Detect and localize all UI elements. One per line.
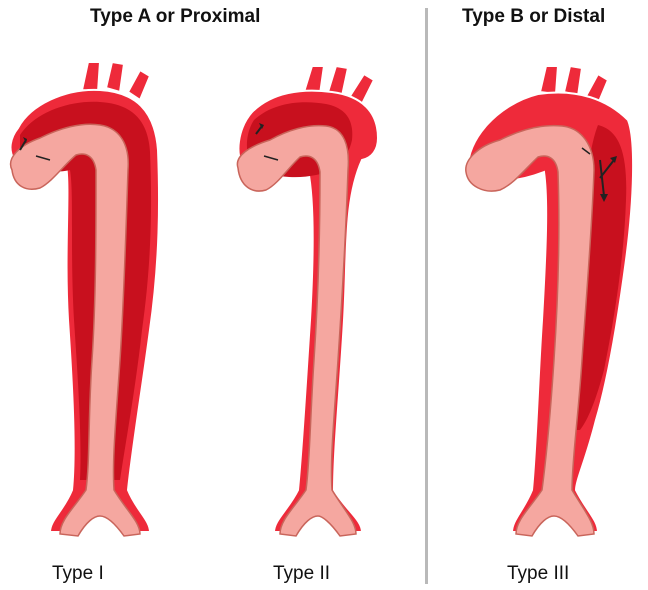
type-3-aorta-illustration <box>458 0 648 560</box>
type-3-caption: Type III <box>507 563 569 585</box>
true-lumen <box>237 126 356 536</box>
group-divider <box>425 8 428 584</box>
type-2-aorta-illustration <box>222 0 422 560</box>
type-1-aorta-illustration <box>0 0 200 560</box>
type-1-caption: Type I <box>52 563 104 585</box>
type-2-caption: Type II <box>273 563 330 585</box>
